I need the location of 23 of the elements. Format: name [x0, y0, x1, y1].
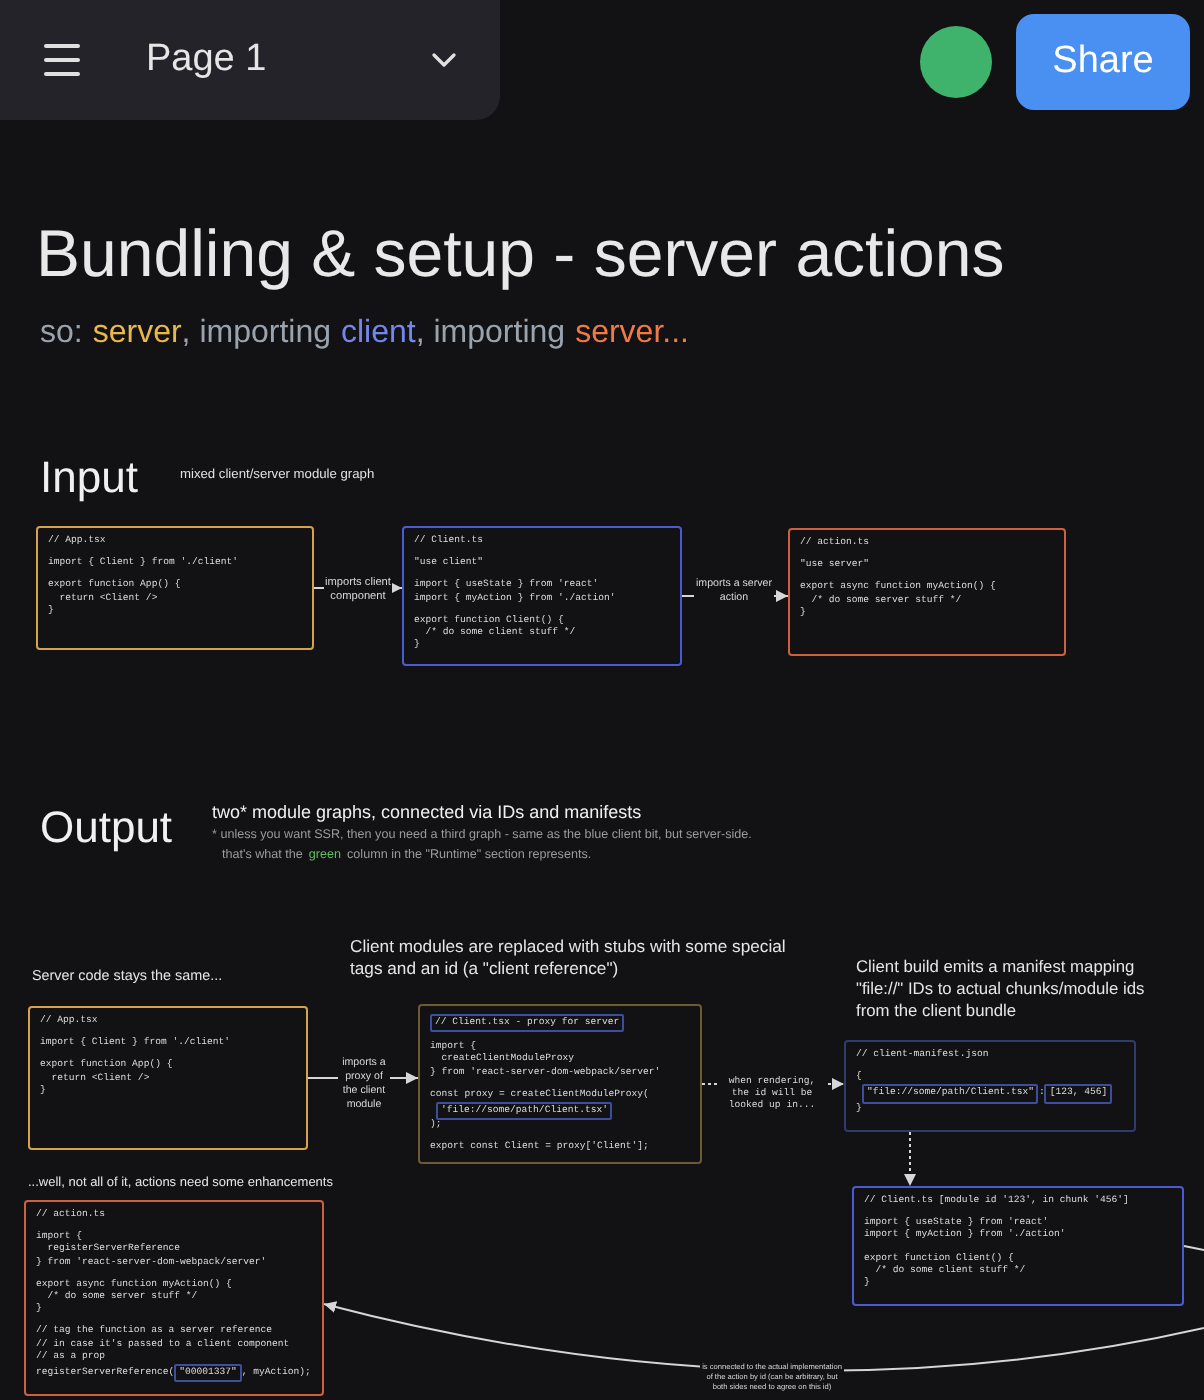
note-text: Client modules are replaced with stubs with some special tags and an id (a "client reference") [350, 936, 788, 981]
text: server... [575, 316, 689, 352]
code-box [844, 1040, 1136, 1132]
code-box [24, 1200, 324, 1396]
code-box [402, 526, 682, 666]
section-heading: Output [40, 800, 173, 856]
title: Bundling & setup - server actions [36, 216, 1005, 292]
text: server [92, 316, 182, 352]
text: so: [40, 316, 83, 352]
note-text: Client build emits a manifest mapping "file://" IDs to actual chunks/module ids from the client bundle [856, 956, 1147, 1022]
code-box [788, 528, 1066, 656]
code-box [418, 1004, 702, 1164]
connector-arrow [904, 1131, 916, 1187]
code-box [36, 526, 314, 650]
code-box [28, 1006, 308, 1150]
text: , importing [415, 316, 566, 352]
text: , importing [181, 316, 331, 352]
code-box [852, 1186, 1184, 1306]
section-heading: Input [40, 450, 138, 506]
share-button: Share [1016, 14, 1190, 110]
text: client [341, 316, 416, 352]
page-name: Page 1 [146, 38, 267, 82]
note-text: two* module graphs, connected via IDs and manifests [212, 802, 642, 826]
